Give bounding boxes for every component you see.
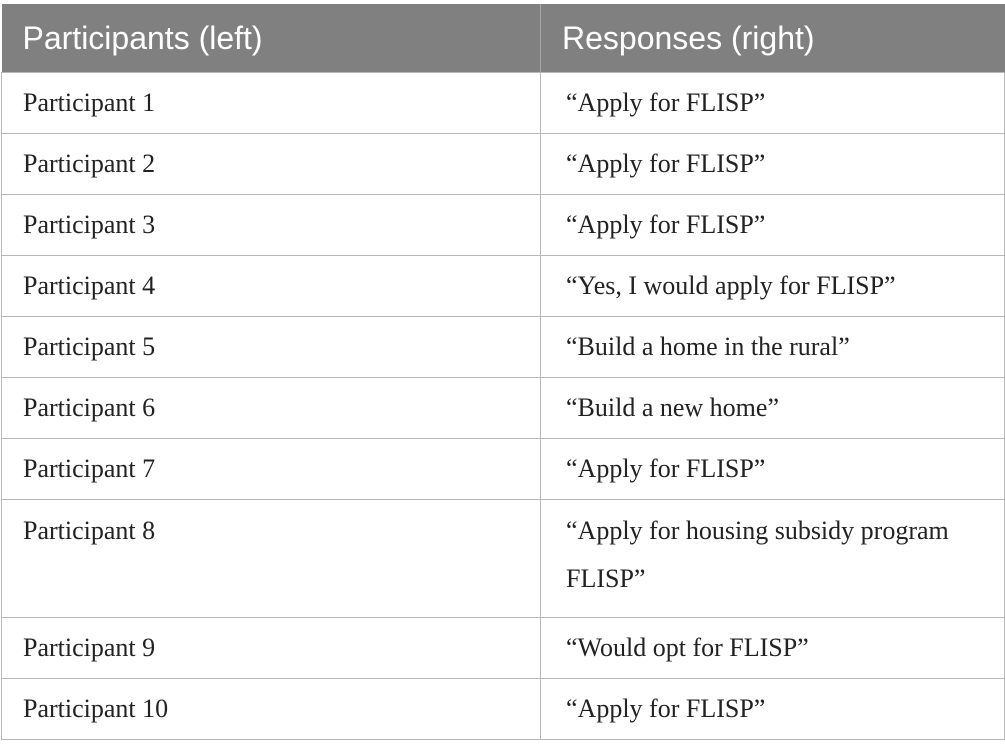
header-participants: Participants (left) bbox=[1, 4, 541, 73]
header-responses: Responses (right) bbox=[540, 4, 1005, 73]
table-header: Participants (left) Responses (right) bbox=[1, 4, 1005, 73]
participant-cell: Participant 3 bbox=[1, 194, 541, 256]
table-row: Participant 7 “Apply for FLISP” bbox=[1, 438, 1005, 500]
participant-cell: Participant 6 bbox=[1, 377, 541, 439]
table-row: Participant 1 “Apply for FLISP” bbox=[1, 72, 1005, 134]
table-row: Participant 3 “Apply for FLISP” bbox=[1, 194, 1005, 256]
table-row: Participant 5 “Build a home in the rural… bbox=[1, 316, 1005, 378]
response-cell: “Apply for FLISP” bbox=[540, 133, 1005, 195]
response-cell: “Apply for FLISP” bbox=[540, 72, 1005, 134]
response-cell: “Apply for FLISP” bbox=[540, 438, 1005, 500]
response-cell: “Yes, I would apply for FLISP” bbox=[540, 255, 1005, 317]
table-row: Participant 10 “Apply for FLISP” bbox=[1, 678, 1005, 740]
response-cell: “Apply for FLISP” bbox=[540, 678, 1005, 740]
participant-cell: Participant 1 bbox=[1, 72, 541, 134]
responses-table: Participants (left) Responses (right) Pa… bbox=[1, 4, 1005, 740]
participant-cell: Participant 10 bbox=[1, 678, 541, 740]
response-cell: “Build a new home” bbox=[540, 377, 1005, 439]
table-row: Participant 4 “Yes, I would apply for FL… bbox=[1, 255, 1005, 317]
participant-cell: Participant 8 bbox=[1, 499, 541, 618]
header-row: Participants (left) Responses (right) bbox=[1, 4, 1005, 73]
table-row: Participant 9 “Would opt for FLISP” bbox=[1, 617, 1005, 679]
response-cell: “Build a home in the rural” bbox=[540, 316, 1005, 378]
response-cell: “Apply for FLISP” bbox=[540, 194, 1005, 256]
table-row: Participant 2 “Apply for FLISP” bbox=[1, 133, 1005, 195]
response-cell: “Would opt for FLISP” bbox=[540, 617, 1005, 679]
table-row: Participant 8 “Apply for housing subsidy… bbox=[1, 499, 1005, 618]
table-row: Participant 6 “Build a new home” bbox=[1, 377, 1005, 439]
participant-cell: Participant 4 bbox=[1, 255, 541, 317]
participant-cell: Participant 2 bbox=[1, 133, 541, 195]
response-cell: “Apply for housing subsidy program FLISP… bbox=[540, 499, 1005, 618]
participant-cell: Participant 7 bbox=[1, 438, 541, 500]
participant-cell: Participant 5 bbox=[1, 316, 541, 378]
participant-cell: Participant 9 bbox=[1, 617, 541, 679]
table-body: Participant 1 “Apply for FLISP” Particip… bbox=[1, 72, 1005, 740]
